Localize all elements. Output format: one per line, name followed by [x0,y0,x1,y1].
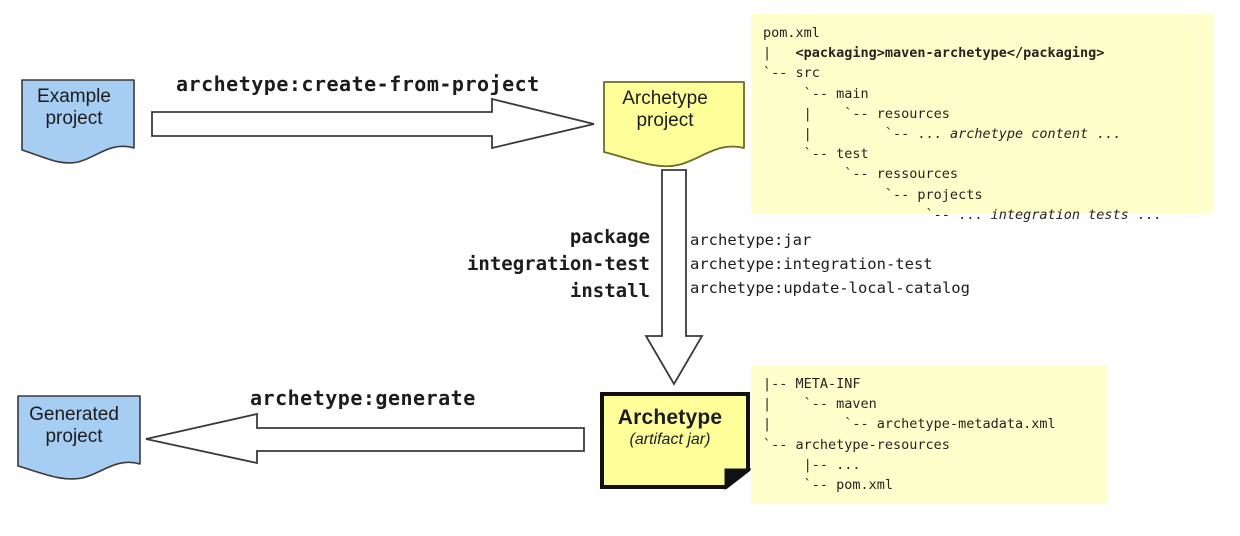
plugin-goals-text: archetype:jar archetype:integration-test… [690,231,970,297]
archetype-project-tree-line-3: `-- main [763,85,869,102]
archetype-project-tree-line-1-bold: <packaging>maven-archetype</packaging> [795,45,1105,62]
archetype-project-tree-line-9: `-- ... integration tests ... [763,206,1162,223]
archetype-jar-tree-line-5: `-- pom.xml [763,477,894,494]
arrow-label-generate: archetype:generate [250,386,476,410]
archetype-project-tree-panel: pom.xml | <packaging>maven-archetype</pac… [751,14,1214,223]
node-archetype-jar-fold [724,468,753,491]
archetype-jar-tree-line-1: | `-- maven [763,396,877,413]
archetype-project-tree-line-6: `-- test [763,146,869,163]
archetype-project-tree-line-5: | `-- ... archetype content ... [763,126,1121,143]
archetype-jar-tree-line-0: |-- META-INF [763,376,861,392]
arrow-build-down [644,169,704,386]
arrow-label-create-from-project: archetype:create-from-project [176,72,540,96]
node-archetype-project-shape[interactable] [603,81,745,168]
node-example-project-shape[interactable] [21,79,135,164]
archetype-project-tree-line-7: `-- ressources [763,166,959,183]
archetype-project-tree-line-8: `-- projects [763,186,983,203]
archetype-project-tree-line-5-italic: archetype content [949,126,1089,143]
archetype-project-tree-line-9-italic: integration tests [990,206,1129,223]
archetype-jar-tree-line-3: `-- archetype-resources [763,436,950,453]
lifecycle-phases-text: package integration-test install [466,226,650,302]
archetype-project-tree-line-4: | `-- resources [763,105,950,122]
node-generated-project-shape[interactable] [17,395,141,480]
arrow-generate-left [145,412,585,465]
archetype-jar-tree-line-4: |-- ... [763,456,861,473]
archetype-project-tree-line-1: | <packaging>maven-archetype</packaging> [763,45,1105,62]
arrow-create-from-project [151,97,595,150]
archetype-project-tree-line-2: `-- src [763,65,820,82]
archetype-project-tree-line-0: pom.xml [763,25,820,41]
archetype-jar-tree-line-2: | `-- archetype-metadata.xml [763,416,1056,433]
archetype-jar-tree-panel: |-- META-INF | `-- maven | `-- archetype-m… [751,365,1108,504]
